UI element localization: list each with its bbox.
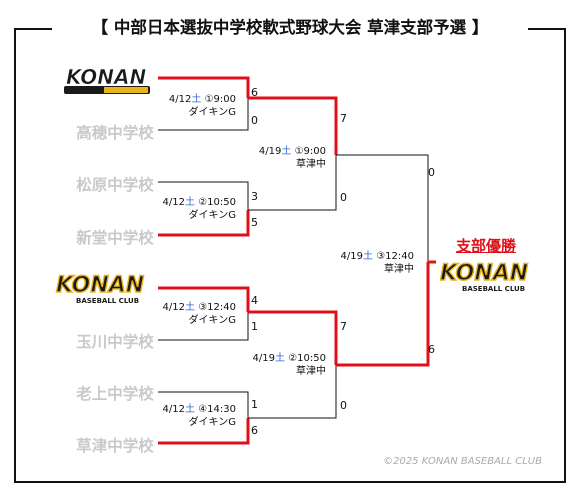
r2-m1-info: 4/19土 ①9:00 草津中 <box>258 146 326 170</box>
svg-text:BASEBALL CLUB: BASEBALL CLUB <box>462 285 525 293</box>
r1-m1-score-bottom: 0 <box>251 114 258 127</box>
r2-m1-top-line <box>248 96 338 155</box>
team-4: 新堂中学校 <box>76 229 154 247</box>
r2-m1-bottom-line <box>248 155 337 211</box>
r1-m1-bottom-line <box>158 98 249 131</box>
r1-m2-top-line <box>158 181 249 210</box>
r2-m2-score-bottom: 0 <box>340 399 347 412</box>
r1-m3-score-top: 4 <box>251 294 258 307</box>
r1-m3-info: 4/12土 ③12:40 ダイキンG <box>162 302 236 326</box>
page-title: 【 中部日本選抜中学校軟式野球大会 草津支部予選 】 <box>91 18 489 37</box>
r1-m3-score-bottom: 1 <box>251 320 258 333</box>
r1-m4-top-line <box>158 391 249 418</box>
svg-text:KONAN: KONAN <box>56 273 144 298</box>
r1-m4-bottom-line <box>158 418 250 445</box>
team-logo-1: KONAN <box>60 62 156 100</box>
r1-m3-bottom-line <box>158 312 249 341</box>
r2-m2-info: 4/19土 ②10:50 草津中 <box>252 353 326 377</box>
svg-text:KONAN: KONAN <box>440 261 528 286</box>
copyright-text: ©2025 KONAN BASEBALL CLUB <box>383 456 542 467</box>
r1-m2-score-bottom: 5 <box>251 216 258 229</box>
r1-m1-top-line <box>158 76 250 98</box>
svg-text:BASEBALL CLUB: BASEBALL CLUB <box>76 297 139 305</box>
team-8: 草津中学校 <box>76 437 154 455</box>
r2-m2-top-line <box>248 310 338 365</box>
champion-logo: KONAN BASEBALL CLUB <box>436 258 540 298</box>
r2-m1-score-bottom: 0 <box>340 191 347 204</box>
r2-m1-score-top: 7 <box>340 112 347 125</box>
final-top-line <box>336 154 429 262</box>
team-7: 老上中学校 <box>76 385 154 403</box>
team-logo-5: KONAN BASEBALL CLUB <box>52 270 154 310</box>
r1-m1-score-top: 6 <box>251 86 258 99</box>
r2-m2-score-top: 7 <box>340 320 347 333</box>
r2-m2-bottom-line <box>248 365 337 419</box>
r1-m2-info: 4/12土 ②10:50 ダイキンG <box>162 197 236 221</box>
final-score-bottom: 6 <box>428 343 435 356</box>
r1-m2-bottom-line <box>158 210 250 237</box>
champion-label: 支部優勝 <box>455 237 516 255</box>
team-2: 高穂中学校 <box>76 124 154 142</box>
team-6: 玉川中学校 <box>76 333 154 351</box>
svg-text:KONAN: KONAN <box>66 65 146 89</box>
r1-m3-top-line <box>158 286 250 312</box>
r1-m1-info: 4/12土 ①9:00 ダイキンG <box>168 94 236 118</box>
r1-m4-info: 4/12土 ④14:30 ダイキンG <box>162 404 236 428</box>
final-score-top: 0 <box>428 166 435 179</box>
r1-m2-score-top: 3 <box>251 190 258 203</box>
final-info: 4/19土 ③12:40 草津中 <box>340 251 414 275</box>
r1-m4-score-bottom: 6 <box>251 424 258 437</box>
final-bottom-line <box>336 262 430 367</box>
team-3: 松原中学校 <box>76 176 154 194</box>
r1-m4-score-top: 1 <box>251 398 258 411</box>
